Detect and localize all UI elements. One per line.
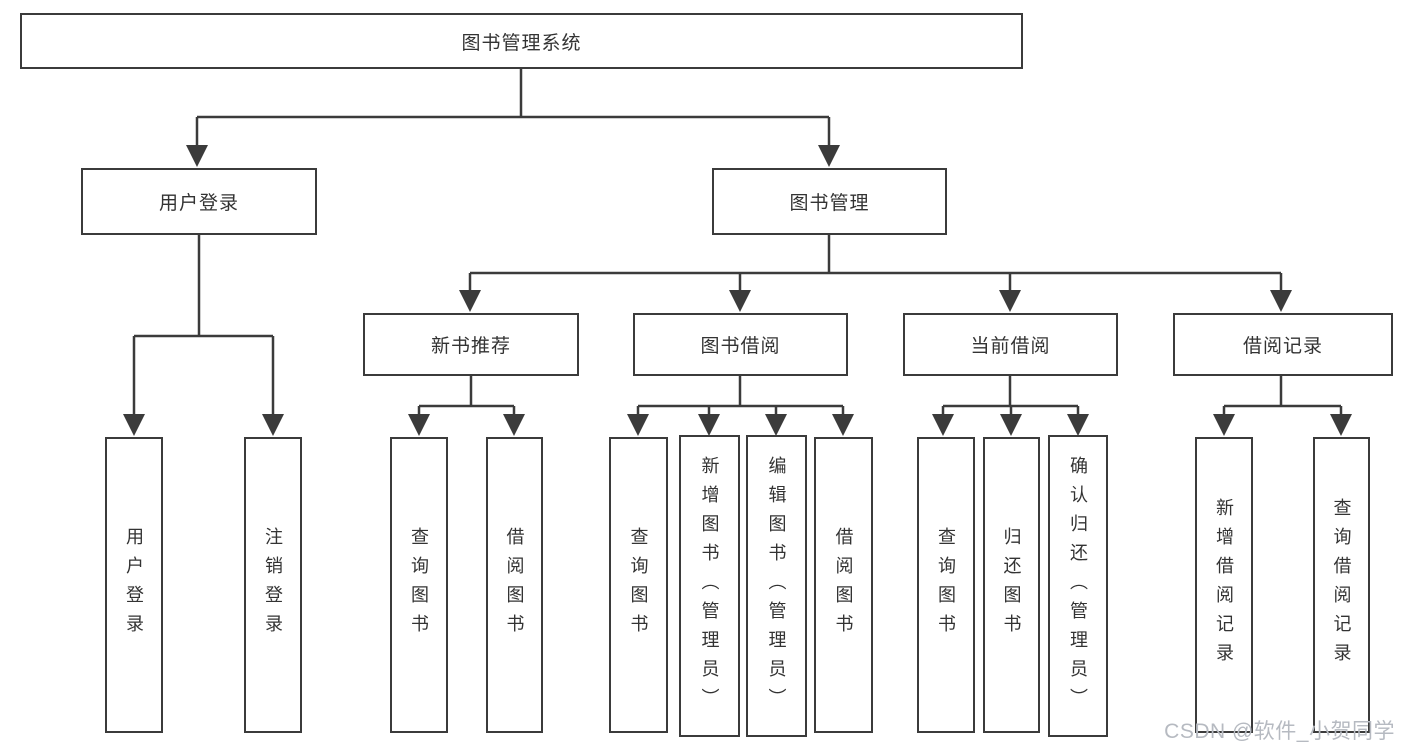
node-label: 查询图书 [936,527,956,643]
leaf-user-login: 用户登录 [105,437,163,733]
leaf-edit-books-admin: 编辑图书（管理员） [746,435,807,737]
node-user-login: 用户登录 [81,168,317,235]
arrowhead-down-icon [186,145,208,167]
arrowhead-down-icon [765,414,787,436]
leaf-add-borrow-record: 新增借阅记录 [1195,437,1253,733]
node-book-management: 图书管理 [712,168,947,235]
node-label: 借阅图书 [504,527,525,643]
arrowhead-down-icon [503,414,525,436]
node-label: 新增借阅记录 [1214,498,1234,672]
node-borrowing-records: 借阅记录 [1173,313,1393,376]
node-label: 借阅记录 [1242,336,1323,357]
node-label: 查询图书 [409,527,429,643]
leaf-query-books-current: 查询图书 [917,437,975,733]
leaf-query-books-borrowing: 查询图书 [609,437,668,733]
arrowhead-down-icon [627,414,649,436]
node-label: 用户登录 [124,527,144,643]
csdn-watermark: CSDN @软件_小贺同学 [1164,720,1395,743]
leaf-query-borrow-record: 查询借阅记录 [1313,437,1370,733]
node-label: 确认归还（管理员） [1068,455,1088,717]
arrowhead-down-icon [932,414,954,436]
node-library-system: 图书管理系统 [20,13,1023,69]
node-label: 归还图书 [1001,527,1022,643]
leaf-confirm-return-admin: 确认归还（管理员） [1048,435,1108,737]
node-label: 用户登录 [158,193,239,214]
arrowhead-down-icon [123,414,145,436]
leaf-logout-login: 注销登录 [244,437,302,733]
arrowhead-down-icon [1213,414,1235,436]
leaf-borrow-books-recommend: 借阅图书 [486,437,543,733]
node-label: 注销登录 [263,527,283,643]
arrowhead-down-icon [408,414,430,436]
node-label: 图书管理系统 [461,32,582,54]
node-label: 图书借阅 [700,336,781,357]
arrowhead-down-icon [1270,290,1292,312]
arrowhead-down-icon [1000,414,1022,436]
arrowhead-down-icon [1067,414,1089,436]
node-label: 新书推荐 [430,336,511,357]
arrowhead-down-icon [262,414,284,436]
arrowhead-down-icon [832,414,854,436]
node-label: 当前借阅 [970,336,1051,357]
node-label: 查询借阅记录 [1331,498,1352,672]
node-new-book-recommendation: 新书推荐 [363,313,579,376]
arrowhead-down-icon [459,290,481,312]
node-label: 图书管理 [789,193,870,214]
leaf-query-books-recommend: 查询图书 [390,437,448,733]
leaf-return-books: 归还图书 [983,437,1040,733]
node-label: 编辑图书（管理员） [766,455,787,717]
node-book-borrowing: 图书借阅 [633,313,848,376]
arrowhead-down-icon [698,414,720,436]
arrowhead-down-icon [729,290,751,312]
node-label: 借阅图书 [833,527,854,643]
node-label: 新增图书（管理员） [699,455,720,717]
node-label: 查询图书 [628,527,649,643]
arrowhead-down-icon [818,145,840,167]
leaf-borrow-books-borrowing: 借阅图书 [814,437,873,733]
arrowhead-down-icon [999,290,1021,312]
arrowhead-down-icon [1330,414,1352,436]
leaf-add-books-admin: 新增图书（管理员） [679,435,740,737]
node-current-borrowing: 当前借阅 [903,313,1118,376]
